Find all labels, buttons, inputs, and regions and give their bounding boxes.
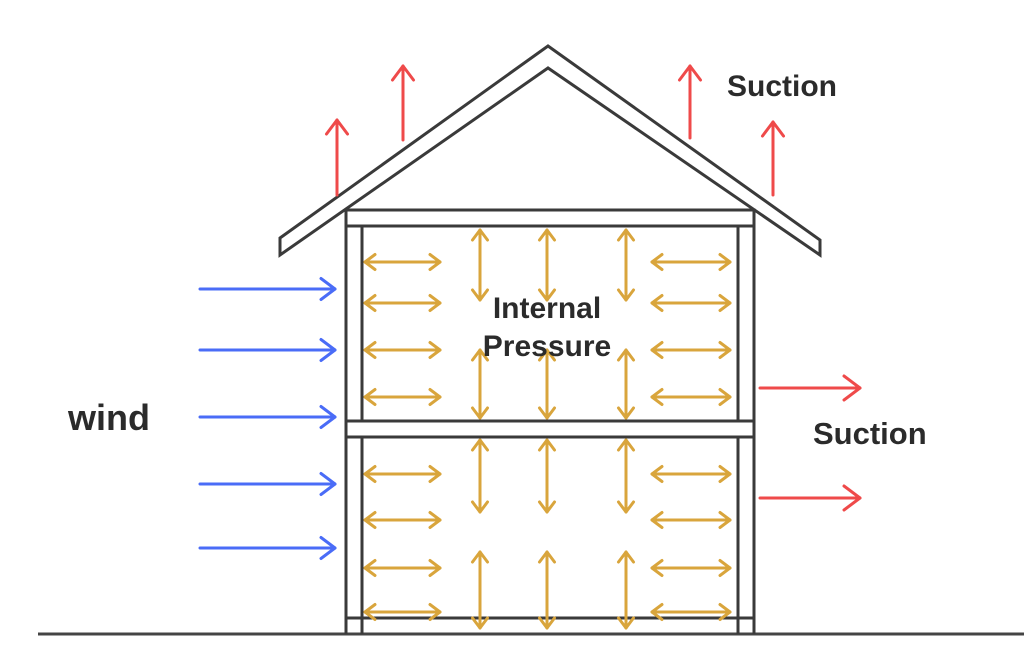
- wind-arrow: [198, 472, 337, 496]
- pressure-arrow-vertical: [617, 228, 635, 302]
- roof-suction-arrow: [761, 120, 785, 197]
- wind-arrow: [198, 405, 337, 429]
- pressure-arrow-horizontal: [363, 465, 442, 483]
- pressure-arrow-vertical: [538, 550, 556, 630]
- wall-suction-label: Suction: [813, 416, 927, 451]
- pressure-arrow-horizontal: [650, 341, 732, 359]
- pressure-arrow-vertical: [471, 228, 489, 302]
- internal-pressure-arrows: [363, 228, 732, 630]
- roof-suction-arrow: [325, 118, 349, 197]
- roof-suction-arrow: [391, 64, 415, 142]
- pressure-arrow-vertical: [471, 348, 489, 420]
- house-frame: [344, 208, 756, 634]
- wall-suction-arrow: [758, 484, 862, 512]
- pressure-arrow-horizontal: [650, 603, 732, 621]
- pressure-arrow-horizontal: [363, 388, 442, 406]
- pressure-arrow-vertical: [471, 550, 489, 630]
- wall-suction-arrow: [758, 374, 862, 402]
- pressure-arrow-horizontal: [363, 294, 442, 312]
- pressure-arrow-vertical: [617, 348, 635, 420]
- pressure-arrow-vertical: [471, 438, 489, 514]
- roof-suction-arrow: [678, 64, 702, 140]
- pressure-arrow-horizontal: [363, 341, 442, 359]
- wind-arrow: [198, 338, 337, 362]
- pressure-arrow-horizontal: [363, 511, 442, 529]
- pressure-arrow-horizontal: [650, 559, 732, 577]
- pressure-arrow-horizontal: [650, 294, 732, 312]
- suction-arrows: [325, 64, 862, 512]
- internal-pressure-line-1: Internal: [492, 292, 602, 325]
- pressure-arrow-vertical: [617, 550, 635, 630]
- wind-arrows: [198, 277, 337, 560]
- pressure-arrow-horizontal: [363, 253, 442, 271]
- pressure-arrow-vertical: [617, 438, 635, 514]
- wind-arrow: [198, 277, 337, 301]
- pressure-arrow-vertical: [538, 228, 556, 302]
- wind-arrow: [198, 536, 337, 560]
- pressure-arrow-vertical: [538, 348, 556, 420]
- internal-pressure-line-2: Pressure: [482, 330, 612, 363]
- wind-label: wind: [68, 397, 150, 438]
- pressure-arrow-horizontal: [650, 388, 732, 406]
- pressure-arrow-horizontal: [650, 465, 732, 483]
- roof-outline: [278, 44, 822, 258]
- pressure-arrow-horizontal: [650, 253, 732, 271]
- internal-pressure-label: Internal Pressure: [452, 290, 642, 366]
- roof-suction-label: Suction: [727, 70, 837, 103]
- pressure-arrow-horizontal: [363, 559, 442, 577]
- pressure-arrow-horizontal: [363, 603, 442, 621]
- pressure-arrow-vertical: [538, 438, 556, 514]
- pressure-arrow-horizontal: [650, 511, 732, 529]
